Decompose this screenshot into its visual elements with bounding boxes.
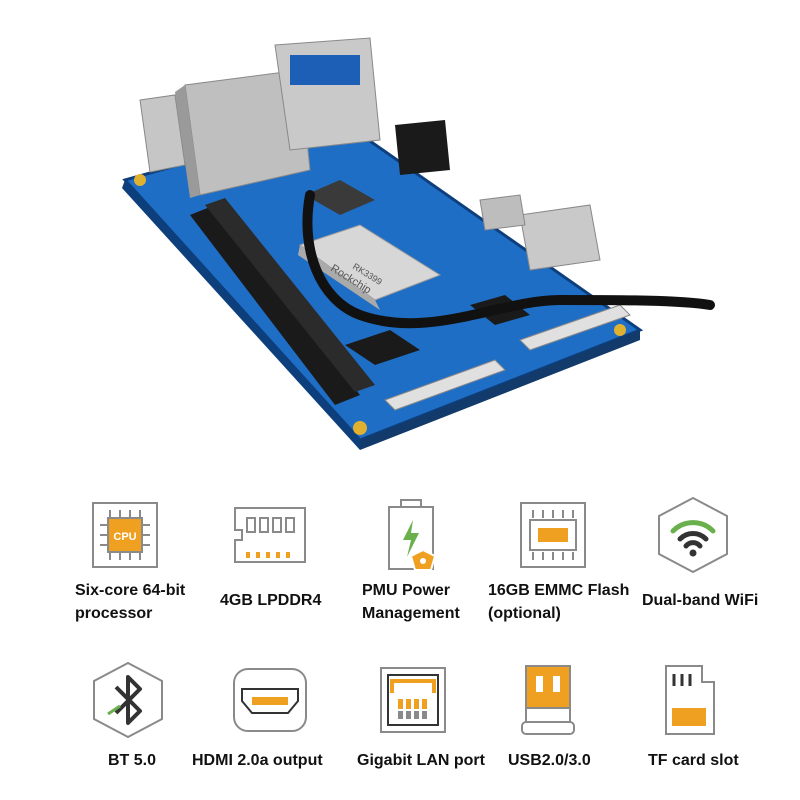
wifi-icon xyxy=(658,496,728,574)
feature-grid: CPU Six-core 64-bit processor 4GB LPDDR4… xyxy=(0,480,800,800)
cpu-icon: CPU xyxy=(92,502,158,568)
tf-card-icon xyxy=(665,665,715,735)
feature-hdmi-label: HDMI 2.0a output xyxy=(192,752,323,769)
feature-lan-label: Gigabit LAN port xyxy=(357,752,485,769)
ffc-connector xyxy=(519,304,631,351)
antenna-cable xyxy=(302,190,715,329)
emmc-icon xyxy=(520,502,586,568)
hdmi-port xyxy=(519,204,601,271)
feature-usb xyxy=(518,662,578,738)
feature-usb-label: USB2.0/3.0 xyxy=(508,752,591,769)
memory-chip xyxy=(345,330,420,365)
feature-bt xyxy=(90,660,166,740)
feature-pmu-label-1: PMU Power xyxy=(362,582,451,599)
feature-wifi xyxy=(655,495,731,575)
ram-icon xyxy=(234,507,306,563)
power-battery-icon xyxy=(388,499,437,571)
feature-ram xyxy=(230,500,310,570)
cpu-icon-text: CPU xyxy=(113,531,136,543)
ethernet-port xyxy=(175,69,311,198)
board-product-image: Rockchip RK3399 xyxy=(122,37,715,450)
feature-pmu xyxy=(383,495,443,575)
hdmi-icon xyxy=(233,668,307,732)
feature-hdmi xyxy=(230,665,310,735)
feature-tf-label: TF card slot xyxy=(648,752,739,769)
usb-icon xyxy=(521,665,575,735)
feature-cpu-label-1: Six-core 64-bit xyxy=(75,582,186,599)
feature-emmc xyxy=(518,500,588,570)
gpio-header xyxy=(190,198,375,405)
feature-pmu-label-2: Management xyxy=(362,605,460,622)
dc-jack xyxy=(395,120,450,175)
feature-emmc-label-2: (optional) xyxy=(488,605,561,622)
bluetooth-icon xyxy=(93,661,163,739)
wifi-module xyxy=(305,180,375,215)
usb-port-left xyxy=(139,94,186,173)
lan-port-icon xyxy=(380,667,446,733)
usb-ports-top xyxy=(274,37,381,151)
feature-ram-label: 4GB LPDDR4 xyxy=(220,592,322,609)
feature-cpu: CPU xyxy=(90,500,160,570)
soc-chip: Rockchip RK3399 xyxy=(298,224,442,310)
usbc-port xyxy=(479,194,526,231)
feature-lan xyxy=(378,665,448,735)
feature-cpu-label-2: processor xyxy=(75,605,153,622)
feature-emmc-label-1: 16GB EMMC Flash xyxy=(488,582,630,599)
feature-tf xyxy=(660,662,720,738)
feature-bt-label: BT 5.0 xyxy=(108,752,157,769)
ffc-connector xyxy=(384,359,506,411)
feature-wifi-label: Dual-band WiFi xyxy=(642,592,759,609)
